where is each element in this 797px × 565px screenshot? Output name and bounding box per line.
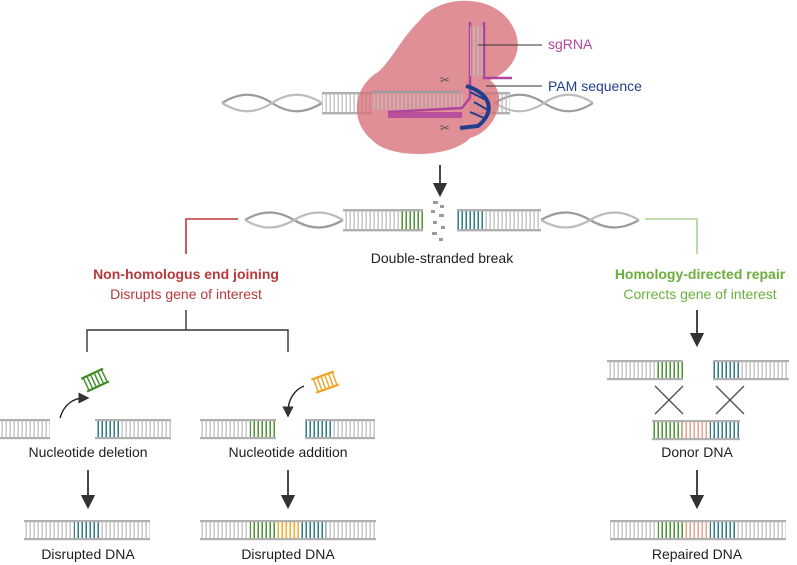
- disrupted-dna-1: [24, 520, 150, 541]
- pam-strand: [459, 84, 491, 130]
- donor-label: Donor DNA: [661, 444, 733, 460]
- nhej-title: Non-homologus end joining: [93, 266, 279, 282]
- hdr-cut-dna: [607, 360, 789, 381]
- deletion-dna: [0, 367, 171, 440]
- addition-label: Nucleotide addition: [228, 444, 348, 460]
- inserted-fragment: [310, 370, 340, 394]
- nhej-branch-line: [185, 218, 238, 254]
- double-break-label: Double-stranded break: [370, 250, 514, 266]
- scissors-icon: ✂: [440, 121, 450, 135]
- nhej-fork: [86, 310, 289, 352]
- sgrna-strand: [387, 22, 512, 118]
- disrupted-label-2: Disrupted DNA: [241, 546, 335, 562]
- disrupted-dna-2: [200, 520, 376, 541]
- deleted-fragment: [80, 367, 110, 393]
- cas9-complex: ✂ ✂: [221, 0, 594, 155]
- donor-dna: [652, 420, 740, 441]
- sgrna-label: sgRNA: [548, 36, 593, 52]
- hdr-branch-line: [645, 218, 698, 254]
- pam-label: PAM sequence: [548, 78, 642, 94]
- scissors-icon: ✂: [440, 73, 450, 87]
- nhej-subtitle: Disrupts gene of interest: [110, 286, 262, 302]
- break-fragments: [431, 201, 445, 241]
- hdr-subtitle: Corrects gene of interest: [623, 286, 777, 302]
- recombination-crosses: [654, 385, 745, 415]
- addition-dna: [200, 370, 375, 440]
- repaired-label: Repaired DNA: [651, 546, 743, 562]
- hdr-title: Homology-directed repair: [614, 266, 786, 282]
- double-stranded-break-dna: [244, 201, 640, 241]
- deletion-label: Nucleotide deletion: [28, 444, 148, 460]
- repaired-dna: [610, 520, 786, 541]
- disrupted-label-1: Disrupted DNA: [41, 546, 135, 562]
